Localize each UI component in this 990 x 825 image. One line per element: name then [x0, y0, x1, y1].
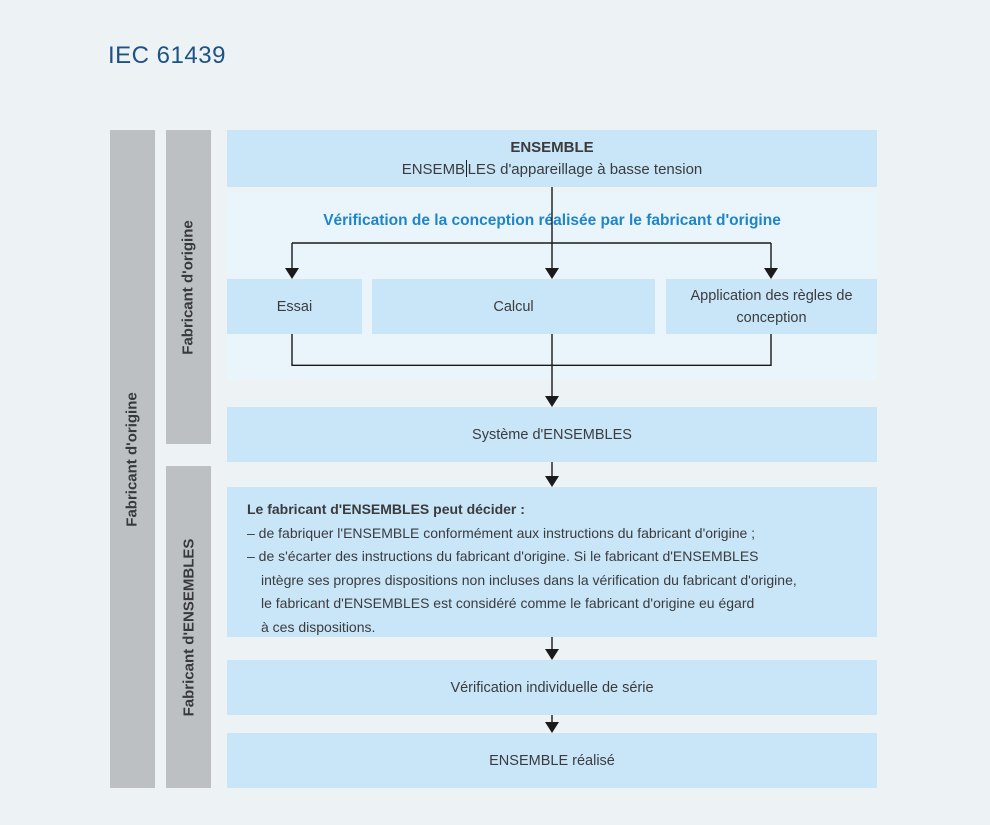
systeme-ensembles-label: Système d'ENSEMBLES	[472, 426, 632, 443]
method-label-calcul: Calcul	[493, 298, 534, 315]
decision-line: intègre ses propres dispositions non inc…	[261, 571, 797, 588]
ensemble-realise-box: ENSEMBLE réalisé	[227, 733, 877, 788]
method-label-application-regles: Application des règles de conception	[690, 287, 853, 326]
design-verification-heading: Vérification de la conception réalisée p…	[323, 212, 781, 229]
bar-label-fabricant-origine-inner: Fabricant d'origine	[180, 219, 198, 355]
bar-label-fabricant-origine-outer: Fabricant d'origine	[124, 391, 142, 527]
method-box-application-regles: Application des règles de conception	[666, 279, 877, 334]
method-box-essai: Essai	[227, 279, 362, 334]
sidebar-bar-fabricant-origine-outer: Fabricant d'origine	[110, 130, 155, 788]
decision-line: à ces dispositions.	[261, 618, 376, 635]
sidebar-bar-fabricant-origine-inner: Fabricant d'origine	[166, 130, 211, 444]
systeme-ensembles-box: Système d'ENSEMBLES	[227, 407, 877, 462]
arrow-down-icon	[545, 396, 559, 407]
arrow-down-icon	[545, 722, 559, 733]
text-caret	[465, 159, 468, 177]
ensemble-realise-label: ENSEMBLE réalisé	[489, 752, 615, 769]
verification-individuelle-box: Vérification individuelle de série	[227, 660, 877, 715]
method-box-calcul: Calcul	[372, 279, 655, 334]
verification-individuelle-label: Vérification individuelle de série	[450, 679, 654, 696]
decision-title: Le fabricant d'ENSEMBLES peut décider :	[247, 501, 525, 517]
ensemble-title: ENSEMBLE	[510, 138, 594, 156]
decision-line: – de s'écarter des instructions du fabri…	[247, 548, 759, 564]
fabricant-decision-box: Le fabricant d'ENSEMBLES peut décider : …	[227, 487, 877, 637]
bar-label-fabricant-ensembles: Fabricant d'ENSEMBLES	[180, 538, 198, 716]
decision-line: le fabricant d'ENSEMBLES est considéré c…	[261, 595, 755, 611]
decision-line: – de fabriquer l'ENSEMBLE conformément a…	[247, 524, 756, 541]
sidebar-bar-fabricant-ensembles: Fabricant d'ENSEMBLES	[166, 466, 211, 788]
arrow-down-icon	[545, 649, 559, 660]
arrow-down-icon	[545, 476, 559, 487]
page-title: IEC 61439	[108, 42, 226, 69]
method-label-essai: Essai	[276, 298, 313, 315]
